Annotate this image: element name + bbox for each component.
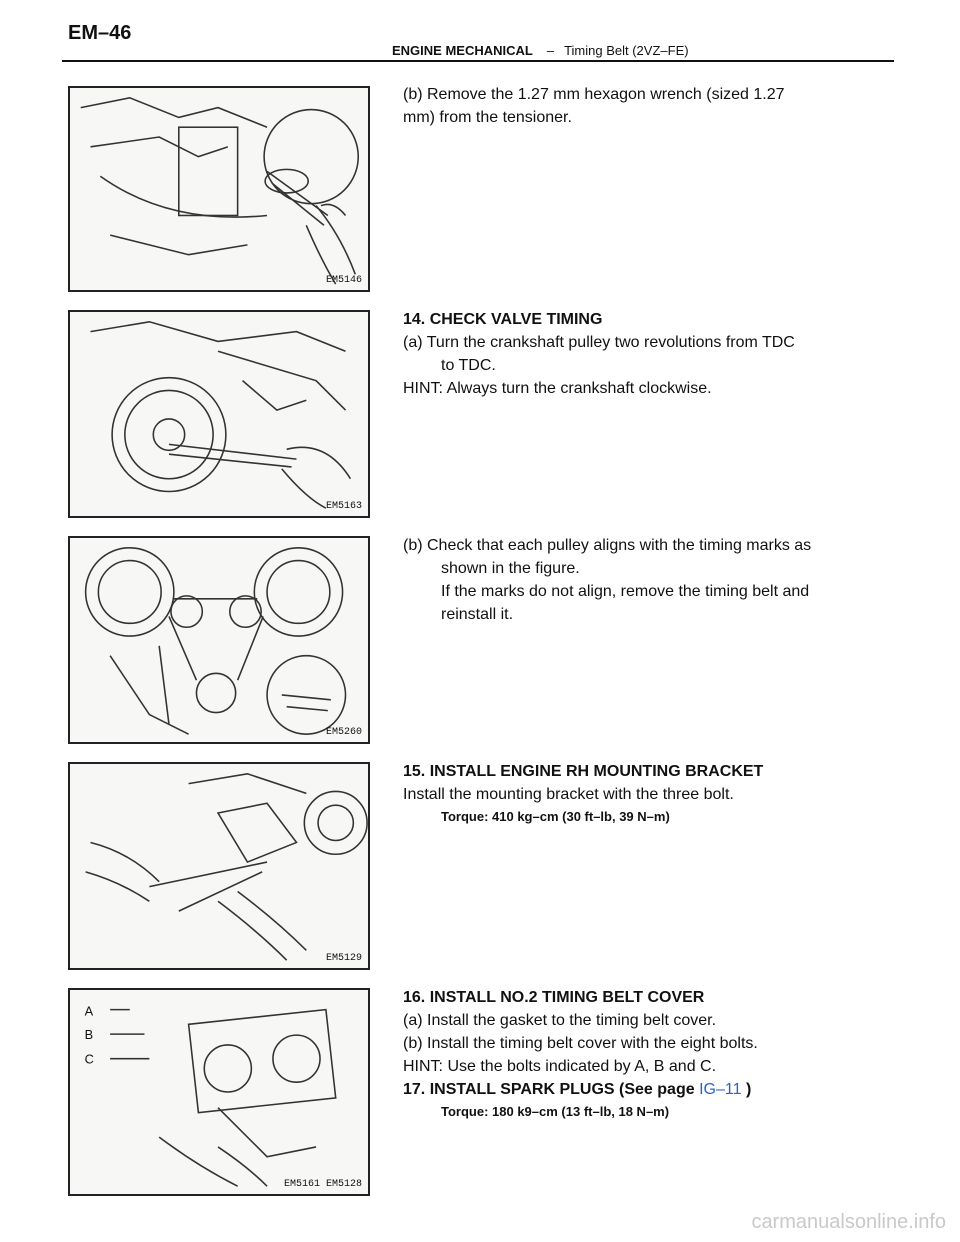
body-text: mm) from the tensioner.	[403, 109, 572, 126]
bolt-label-b: B	[85, 1027, 94, 1042]
step-timing-belt-cover: 16. INSTALL NO.2 TIMING BELT COVER (a) I…	[403, 986, 758, 1122]
step-heading: 16. INSTALL NO.2 TIMING BELT COVER	[403, 989, 705, 1006]
body-text: If the marks do not align, remove the ti…	[441, 583, 810, 600]
spark-plug-heading-text: 17. INSTALL SPARK PLUGS (See page	[403, 1081, 695, 1098]
running-header: ENGINE MECHANICAL–Timing Belt (2VZ–FE)	[392, 43, 689, 58]
header-separator: –	[546, 43, 555, 58]
hint-text: HINT: Always turn the crankshaft clockwi…	[403, 380, 712, 397]
crankshaft-pulley-illustration	[90, 321, 352, 509]
body-text: Install the mounting bracket with the th…	[403, 786, 734, 803]
figure-code: EM5129	[325, 953, 362, 964]
figure-code: EM5260	[325, 727, 362, 738]
step-check-valve-timing: 14. CHECK VALVE TIMING (a) Turn the cran…	[403, 308, 795, 400]
spark-plug-heading-close: )	[745, 1081, 752, 1098]
step-heading: 14. CHECK VALVE TIMING	[403, 311, 603, 328]
torque-spec: Torque: 410 kg–cm (30 ft–lb, 39 N–m)	[441, 809, 670, 824]
figure-check-valve-timing: EM5163	[68, 310, 370, 518]
mounting-bracket-illustration	[85, 773, 368, 961]
body-text: (a) Turn the crankshaft pulley two revol…	[403, 334, 795, 351]
page-number: EM–46	[68, 22, 132, 44]
body-text: (a) Install the gasket to the timing bel…	[403, 1012, 717, 1029]
figure-mounting-bracket: EM5129	[68, 762, 370, 970]
body-text: (b) Install the timing belt cover with t…	[403, 1035, 758, 1052]
bolt-label-a: A	[85, 1004, 94, 1019]
body-text: (b) Remove the 1.27 mm hexagon wrench (s…	[403, 86, 785, 103]
step-mounting-bracket: 15. INSTALL ENGINE RH MOUNTING BRACKET I…	[403, 760, 763, 827]
body-text: (b) Check that each pulley aligns with t…	[403, 537, 812, 554]
page-link-ig-11[interactable]: IG–11	[699, 1081, 742, 1098]
wrench-tensioner-illustration	[80, 96, 360, 285]
figure-timing-belt-cover: A B C EM5161 EM5128	[68, 988, 370, 1196]
timing-marks-diagram	[84, 547, 347, 735]
figure-code: EM5161 EM5128	[283, 1179, 362, 1190]
timing-belt-cover-diagram: A B C	[85, 1004, 337, 1187]
watermark: carmanualsonline.info	[751, 1211, 946, 1233]
body-text: shown in the figure.	[441, 560, 580, 577]
bolt-label-c: C	[85, 1052, 94, 1067]
step-remove-wrench: (b) Remove the 1.27 mm hexagon wrench (s…	[403, 83, 785, 129]
figure-timing-marks: EM5260	[68, 536, 370, 744]
body-text: reinstall it.	[441, 606, 514, 623]
hint-text: HINT: Use the bolts indicated by A, B an…	[403, 1058, 717, 1075]
body-text: to TDC.	[441, 357, 496, 374]
spark-plug-heading: 17. INSTALL SPARK PLUGS (See page IG–11 …	[403, 1078, 758, 1101]
step-heading: 15. INSTALL ENGINE RH MOUNTING BRACKET	[403, 763, 764, 780]
torque-spec: Torque: 180 k9–cm (13 ft–lb, 18 N–m)	[441, 1104, 670, 1119]
figure-code: EM5146	[325, 275, 362, 286]
header-rule	[62, 60, 894, 62]
figure-remove-wrench: EM5146	[68, 86, 370, 292]
section-title: ENGINE MECHANICAL	[392, 43, 533, 58]
figure-code: EM5163	[325, 501, 362, 512]
subsection-title: Timing Belt (2VZ–FE)	[564, 43, 689, 58]
step-check-timing-marks: (b) Check that each pulley aligns with t…	[403, 534, 811, 626]
